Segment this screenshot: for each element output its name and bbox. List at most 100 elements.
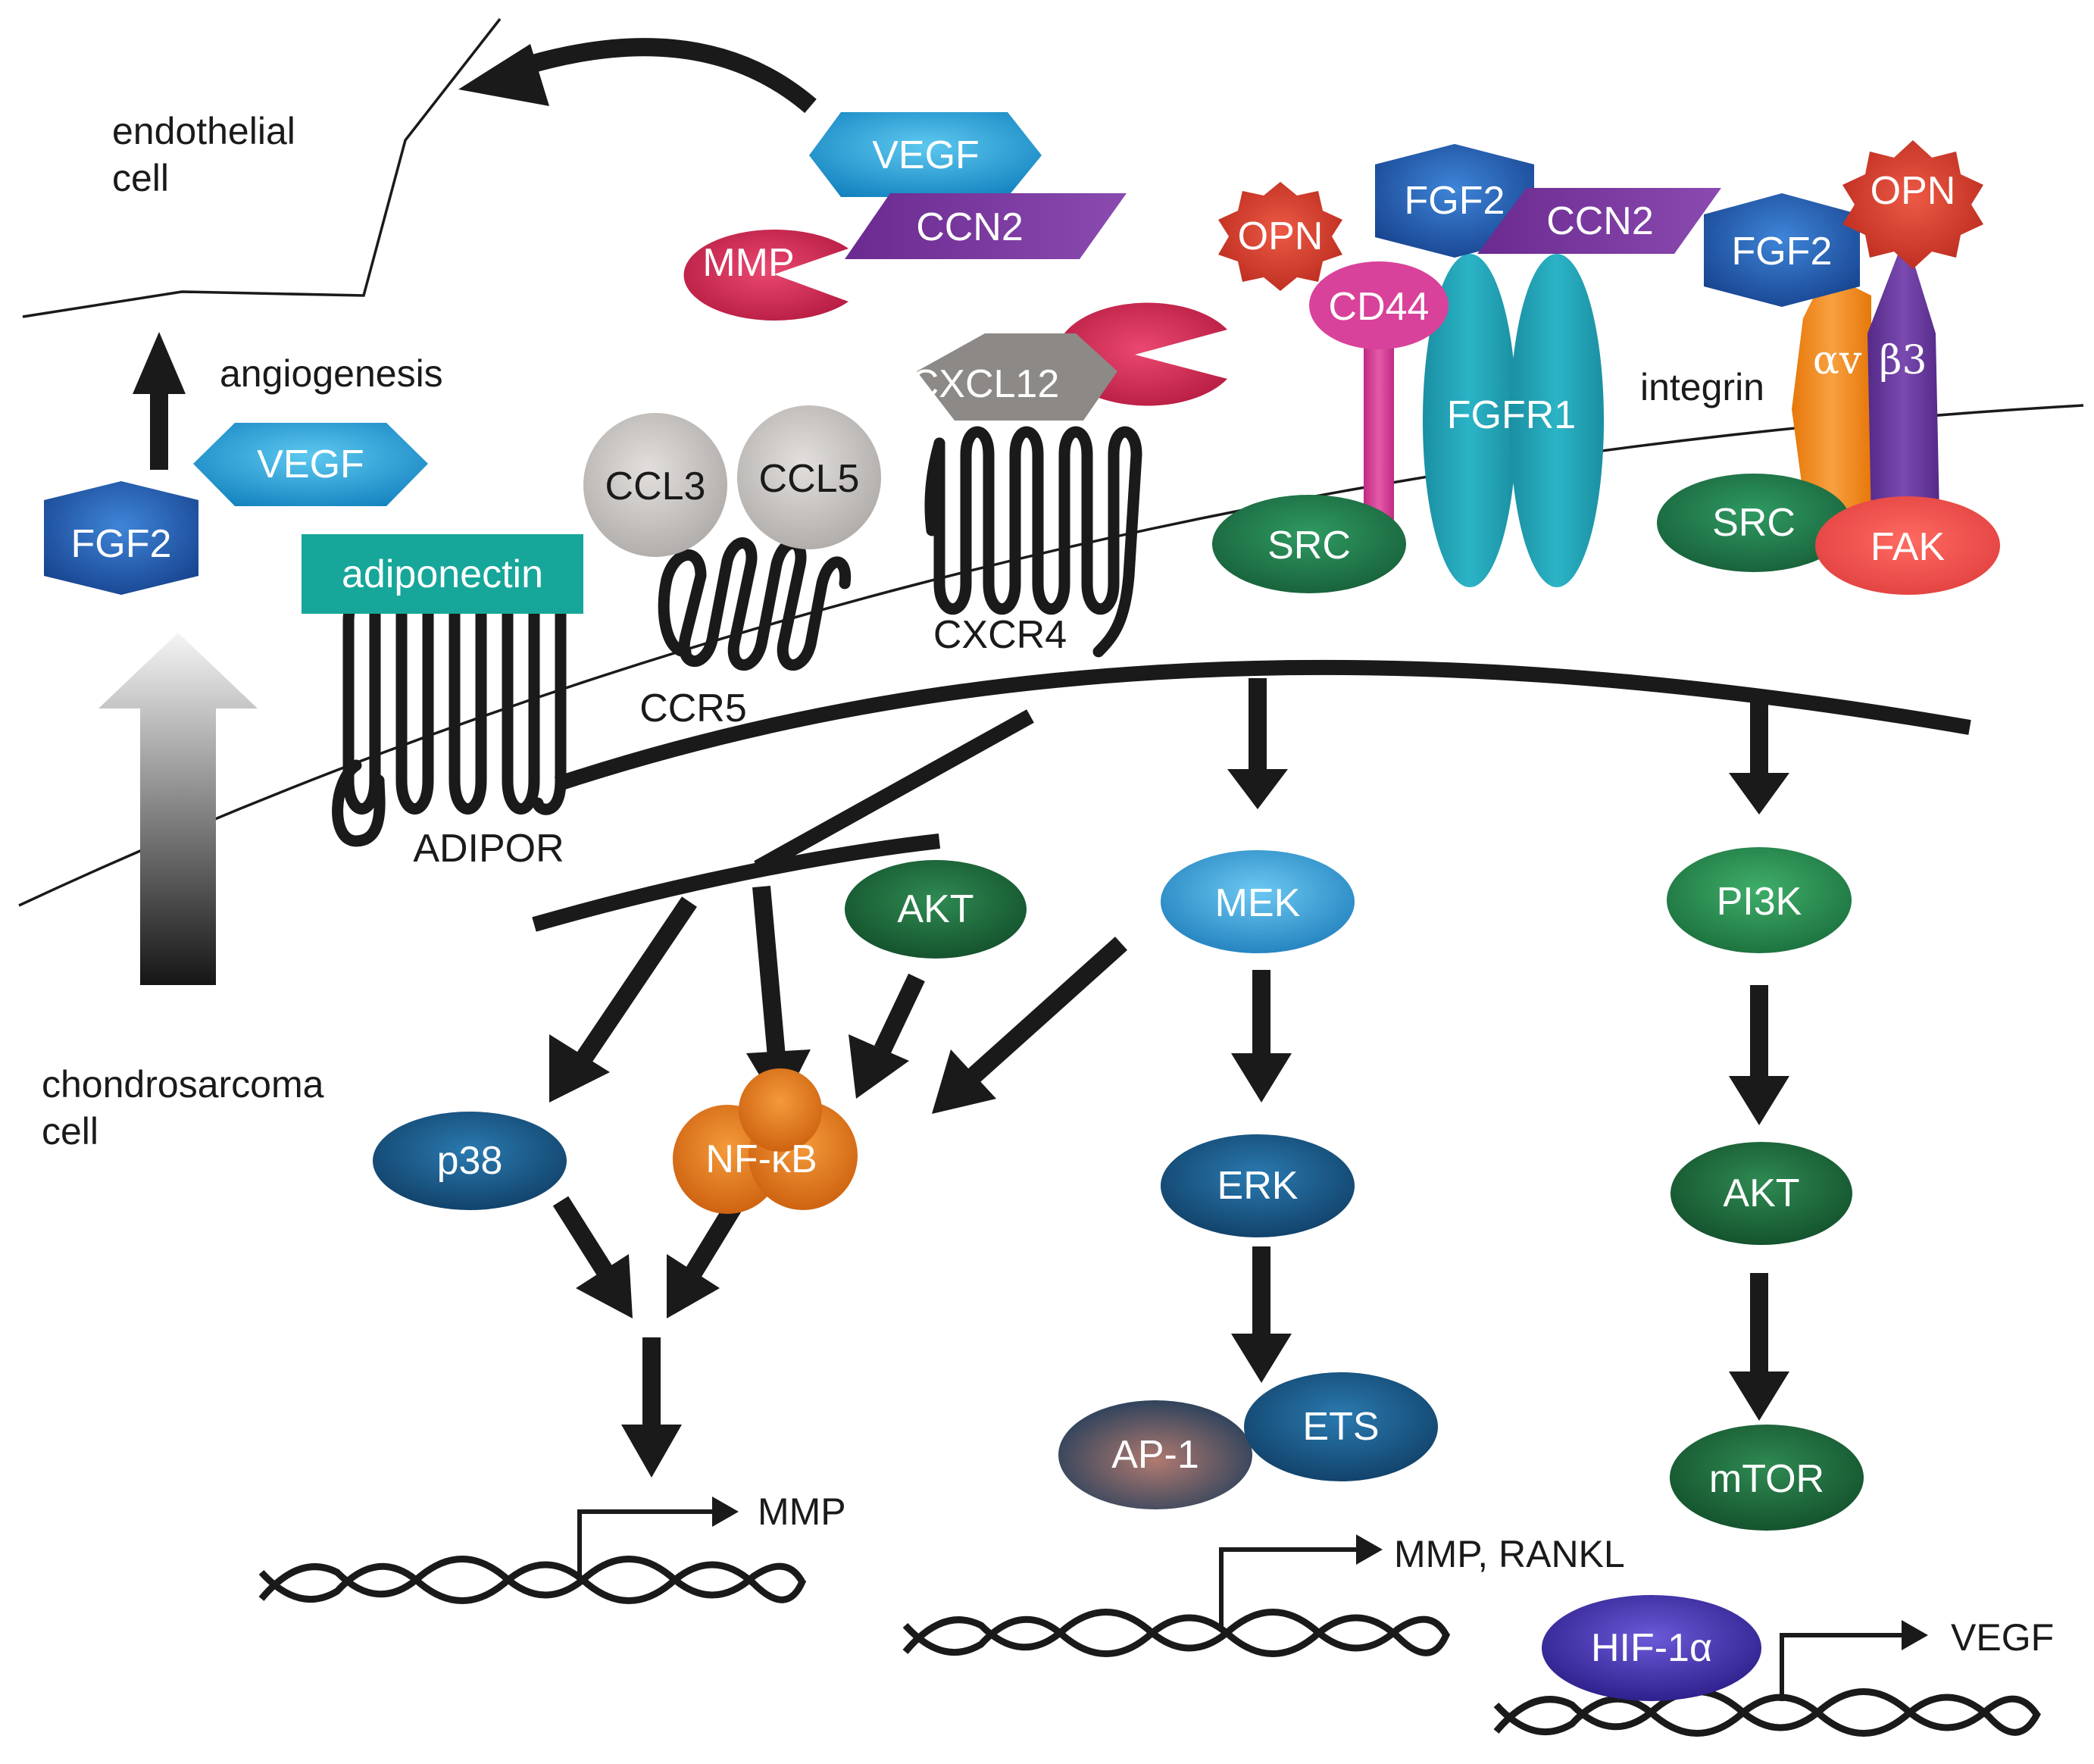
dna-middle: [902, 1609, 1451, 1657]
fgf2-left: FGF2: [44, 481, 198, 595]
angiogenesis-arrowhead: [133, 332, 186, 394]
arrow-bar-to-mek: [1227, 678, 1288, 809]
svg-text:CCN2: CCN2: [1546, 199, 1654, 243]
svg-text:SRC: SRC: [1712, 501, 1796, 545]
svg-text:FGF2: FGF2: [1732, 230, 1833, 274]
opn-right: OPN: [1842, 140, 1983, 269]
svg-text:CD44: CD44: [1329, 285, 1430, 329]
svg-text:AKT: AKT: [1723, 1171, 1799, 1215]
fgfr1: FGFR1: [1423, 254, 1604, 587]
ets: ETS: [1244, 1372, 1438, 1481]
angiogenesis-label: angiogenesis: [220, 352, 443, 395]
integrin-beta3: β3: [1867, 235, 1939, 523]
arrow-akt-to-mtor: [1729, 1273, 1789, 1421]
svg-text:AKT: AKT: [897, 887, 974, 931]
akt-left: AKT: [845, 860, 1027, 959]
chondrosarcoma-membrane: [18, 404, 2084, 907]
svg-text:p38: p38: [437, 1139, 503, 1183]
vegf-left: VEGF: [193, 423, 428, 506]
svg-text:MMP: MMP: [1236, 333, 1327, 377]
fgf2-right: FGF2: [1704, 193, 1860, 307]
svg-text:MEK: MEK: [1215, 881, 1301, 925]
fgf2-center: FGF2: [1375, 144, 1534, 258]
svg-text:ERK: ERK: [1217, 1164, 1299, 1208]
arrow-mek-to-nfkb: [932, 937, 1128, 1114]
arrow-pi3k-to-akt: [1729, 985, 1789, 1125]
vegf-to-endothelium-arrow: [527, 38, 817, 114]
signaling-bar-upper: [554, 659, 1971, 792]
svg-text:CCL5: CCL5: [759, 457, 860, 501]
endothelial-cell-label: endothelial cell: [112, 110, 306, 199]
arrow-mek-to-erk: [1231, 970, 1292, 1102]
arrow-p38-to-gene: [552, 1196, 633, 1318]
cxcl12: CXCL12: [911, 333, 1117, 421]
svg-text:adiponectin: adiponectin: [342, 552, 543, 596]
gene-target-middle: MMP, RANKL: [1394, 1533, 1625, 1575]
erk: ERK: [1161, 1134, 1355, 1237]
dna-left: [258, 1556, 807, 1604]
tss-middle: [1219, 1534, 1383, 1629]
svg-text:CXCL12: CXCL12: [911, 362, 1060, 406]
svg-text:MMP: MMP: [702, 241, 794, 285]
adipor-label: ADIPOR: [413, 827, 564, 871]
adipor-receptor: [332, 580, 567, 847]
signaling-bar-left: [532, 834, 941, 932]
akt-right: AKT: [1671, 1142, 1852, 1245]
p38: p38: [373, 1112, 567, 1210]
cxcr4-receptor: [924, 426, 1142, 658]
tss-right: [1780, 1620, 1928, 1701]
secretion-gradient-arrow: [98, 633, 258, 985]
ccn2-top: CCN2: [845, 193, 1127, 259]
pi3k: PI3K: [1667, 847, 1852, 953]
ccr5-receptor: [658, 537, 852, 671]
svg-text:mTOR: mTOR: [1709, 1457, 1824, 1501]
fak: FAK: [1815, 496, 2000, 595]
arrow-nfkb-to-gene: [667, 1199, 743, 1318]
chondrosarcoma-cell-label: chondrosarcoma cell: [42, 1063, 334, 1153]
opn-left: OPN: [1218, 182, 1342, 291]
integrin-alpha-v: αv: [1792, 273, 1871, 546]
mmp-top: MMP: [683, 229, 849, 321]
mek: MEK: [1161, 850, 1355, 953]
svg-text:AP-1: AP-1: [1111, 1433, 1199, 1477]
nfkb: NF-κB: [673, 1068, 858, 1214]
svg-text:SRC: SRC: [1267, 524, 1351, 568]
svg-text:β3: β3: [1879, 338, 1927, 383]
mtor: mTOR: [1670, 1425, 1864, 1531]
svg-text:VEGF: VEGF: [872, 133, 980, 177]
svg-text:FGF2: FGF2: [1405, 179, 1505, 223]
hif1a: HIF-1α: [1542, 1595, 1761, 1701]
svg-text:αv: αv: [1813, 338, 1862, 383]
arrow-bar-to-p38: [549, 896, 697, 1102]
cxcr4-label: CXCR4: [933, 613, 1067, 657]
ccl5: CCL5: [737, 405, 881, 549]
src-right: SRC: [1657, 474, 1851, 572]
dna-right: [1493, 1688, 2042, 1737]
svg-text:FAK: FAK: [1871, 525, 1946, 569]
svg-text:PI3K: PI3K: [1717, 880, 1802, 924]
arrow-akt-to-nfkb: [849, 973, 925, 1099]
svg-text:FGFR1: FGFR1: [1447, 393, 1576, 437]
svg-text:CCL3: CCL3: [605, 464, 706, 508]
gene-target-right: VEGF: [1951, 1616, 2054, 1659]
svg-text:VEGF: VEGF: [257, 443, 364, 486]
tss-left: [577, 1497, 739, 1576]
cd44: CD44: [1309, 261, 1449, 538]
gene-target-left: MMP: [758, 1490, 846, 1533]
svg-text:HIF-1α: HIF-1α: [1591, 1626, 1712, 1670]
svg-text:CCN2: CCN2: [916, 205, 1024, 249]
ccr5-label: CCR5: [639, 687, 747, 730]
ap1: AP-1: [1058, 1400, 1252, 1509]
ccl3: CCL3: [583, 413, 727, 557]
svg-text:ETS: ETS: [1302, 1405, 1379, 1449]
arrow-erk-to-ap1-ets: [1231, 1246, 1292, 1383]
adiponectin: adiponectin: [302, 534, 583, 614]
svg-text:FGF2: FGF2: [71, 522, 172, 566]
vegf-to-endothelium-arrowhead: [458, 44, 549, 106]
svg-text:NF-κB: NF-κB: [705, 1137, 817, 1181]
arrow-to-mmp-gene: [621, 1337, 682, 1478]
vegf-top: VEGF: [809, 112, 1042, 197]
arrow-bar-to-pi3k: [1729, 697, 1789, 815]
svg-text:OPN: OPN: [1238, 214, 1324, 258]
